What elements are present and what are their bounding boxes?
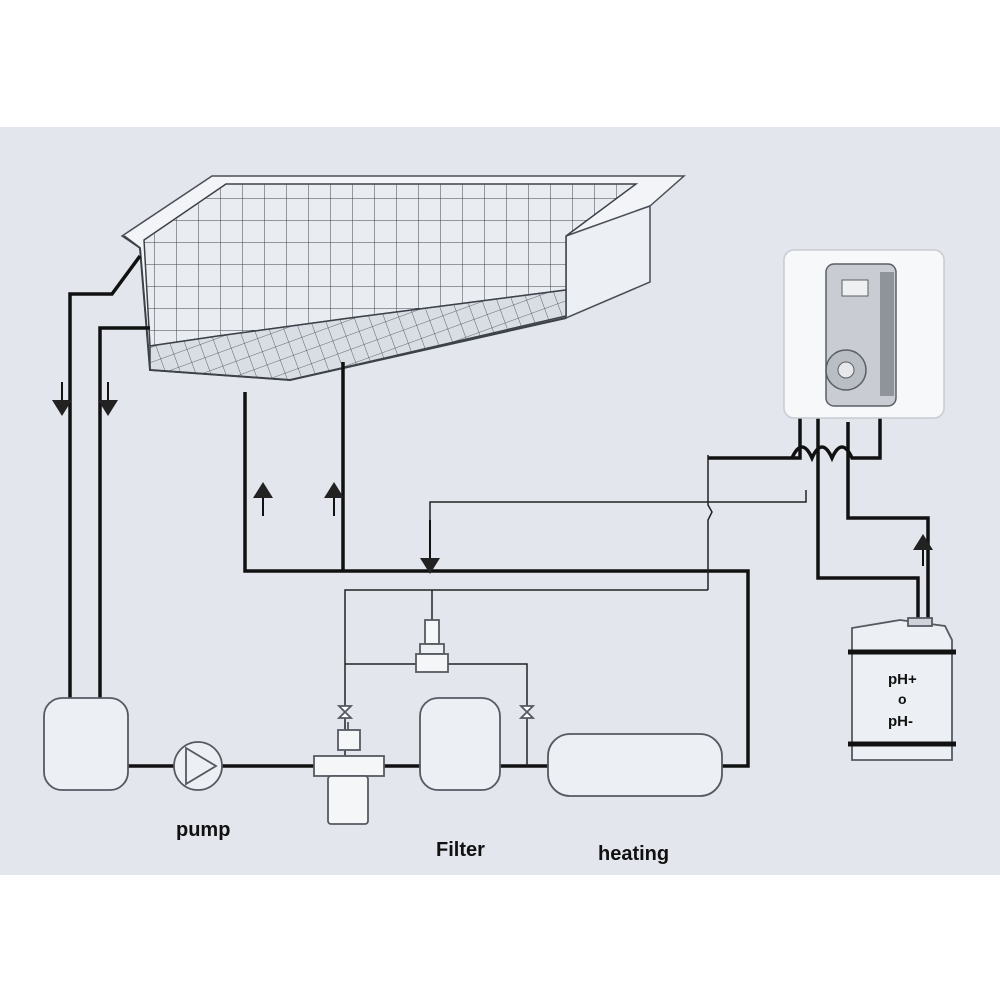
dosing-pump-unit bbox=[783, 249, 945, 419]
line-bypass-valve bbox=[345, 663, 528, 766]
filter-valve-icon bbox=[313, 722, 385, 825]
tank-label-or: o bbox=[898, 691, 907, 707]
filter-tank bbox=[419, 697, 501, 791]
tank-label-ph-minus: pH- bbox=[888, 713, 913, 730]
cable-coils bbox=[790, 416, 882, 463]
pool-lip bbox=[123, 235, 567, 382]
dosing-pump-display bbox=[841, 279, 869, 297]
pipe-main-return bbox=[708, 569, 750, 768]
pipe-skimmer-inner bbox=[98, 326, 150, 700]
chemical-tank bbox=[848, 617, 956, 761]
line-break bbox=[707, 455, 713, 590]
pool bbox=[120, 175, 686, 382]
pump-triangle bbox=[185, 746, 218, 786]
strainer-box bbox=[43, 697, 129, 791]
label-pump: pump bbox=[176, 819, 230, 841]
dosing-pump-knob-icon bbox=[837, 361, 855, 379]
pipe-dosing-suction bbox=[816, 412, 920, 626]
bypass-valve-icon bbox=[415, 619, 449, 673]
pipe-inlet-left bbox=[243, 392, 708, 573]
label-heating: heating bbox=[598, 843, 669, 865]
label-filter: Filter bbox=[436, 839, 485, 861]
flow-arrows bbox=[52, 382, 933, 574]
equipment bbox=[43, 619, 723, 825]
dosing-pump-side bbox=[880, 272, 894, 396]
valve-left-icon bbox=[336, 705, 354, 719]
valve-right-icon bbox=[518, 705, 536, 719]
heater-tank bbox=[547, 733, 723, 797]
tank-label-ph-plus: pH+ bbox=[888, 671, 917, 688]
pipe-dosing-feed bbox=[846, 422, 930, 626]
pipe-skimmer-outer bbox=[68, 254, 142, 700]
